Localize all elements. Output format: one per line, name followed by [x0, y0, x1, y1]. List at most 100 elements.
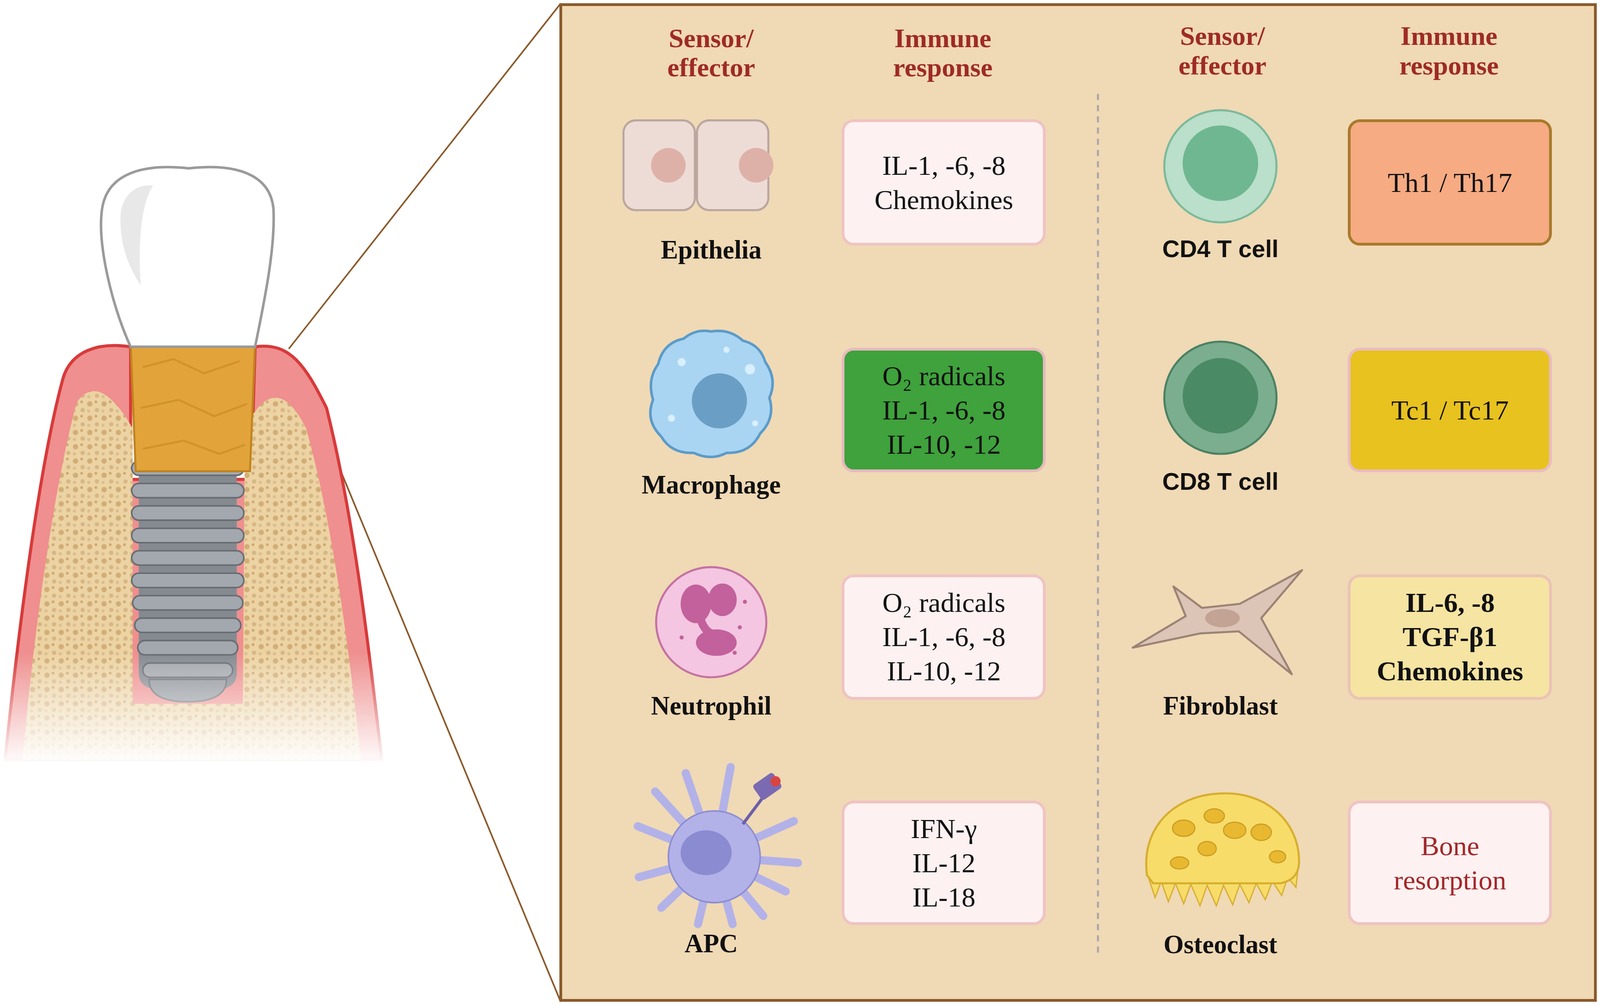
- implant-screw-part: [131, 551, 244, 566]
- divider-line-part: [1097, 93, 1099, 955]
- cell-label: Osteoclast: [1069, 929, 1372, 961]
- apc-cell-part: [637, 767, 798, 925]
- crown-part: [120, 185, 154, 286]
- apc-cell-part-part: [697, 857, 714, 925]
- response-text: Chemokines: [874, 182, 1014, 218]
- abutment-part: [130, 342, 255, 472]
- implant-screw-part: [131, 528, 244, 543]
- neutrophil-cell-part: [679, 635, 684, 640]
- cd8-node: CD8 T cell: [1087, 336, 1353, 497]
- response-box: O₂ radicalsIL-1, -6, -8IL-10, -12: [841, 347, 1046, 473]
- apc-cell-part-part: [714, 821, 794, 857]
- fibroblast-cell-part: [1132, 570, 1303, 675]
- response-text: O₂ radicals: [882, 585, 1006, 621]
- response-text: IL-10, -12: [886, 654, 1002, 689]
- epithelia-cells-part: [738, 148, 774, 183]
- cell-label: Epithelia: [559, 234, 863, 266]
- cell-label: APC: [559, 928, 863, 960]
- cell-label: CD8 T cell: [1069, 466, 1372, 497]
- column-header: Sensor/ effector: [634, 23, 788, 83]
- divider-line: [1097, 93, 1099, 955]
- implant-screw-part: [137, 640, 238, 656]
- column-header: Sensor/ effector: [1146, 21, 1299, 81]
- response-text: IFN-γ: [910, 812, 977, 847]
- neutrophil-cell: [656, 567, 767, 678]
- osteoclast-cell-part: [1251, 824, 1272, 841]
- macrophage-cell-part: [667, 415, 675, 422]
- column-header: Immune response: [1372, 21, 1526, 81]
- macrophage-cell-part: [723, 347, 730, 354]
- response-text: IL-1, -6, -8: [882, 620, 1006, 655]
- response-text: IL-1, -6, -8: [882, 148, 1006, 183]
- cd8-t-cell: [1164, 341, 1277, 455]
- neutrophil-cell-part: [695, 629, 737, 657]
- response-box: O₂ radicalsIL-1, -6, -8IL-10, -12: [841, 574, 1046, 701]
- apc-cell-part: [680, 830, 732, 876]
- response-text: TGF-β1: [1402, 620, 1498, 655]
- neutrophil-cell-part: [656, 567, 767, 678]
- apc-cell-part: [751, 772, 783, 802]
- cd8-t-cell-part: [1164, 341, 1277, 455]
- apc-cell-part-part: [637, 826, 714, 857]
- cd4-t-cell-part: [1182, 125, 1259, 201]
- apc-cell-part-part: [685, 773, 715, 858]
- epithelia-cells-part: [651, 148, 686, 183]
- implant-screw-part: [131, 506, 244, 521]
- column-header: Immune response: [866, 23, 1020, 83]
- macrophage-cell-part: [691, 373, 747, 429]
- response-text: Tc1 / Tc17: [1391, 393, 1509, 428]
- apc-cell: [637, 767, 798, 925]
- apc-cell-part-part: [661, 857, 715, 909]
- apc-cell-part: [770, 776, 781, 787]
- fibroblast-cell-part: [1205, 609, 1241, 628]
- apc-cell-part-part: [714, 767, 731, 857]
- cell-label: Macrophage: [559, 469, 863, 501]
- fade-overlay-part: [0, 652, 409, 766]
- epithelia-cells: [623, 120, 774, 211]
- epithelia-cells-part: [623, 120, 695, 211]
- abutment-part: [140, 359, 247, 454]
- osteoclast-cell-part: [1148, 869, 1298, 906]
- crown-part: [100, 167, 274, 348]
- response-text: IL-6, -8: [1405, 585, 1495, 621]
- implant-screw-part: [131, 573, 244, 588]
- apc-cell-part-part: [714, 857, 733, 925]
- implant-screw-part: [132, 595, 243, 611]
- macrophage-cell-part: [677, 358, 686, 367]
- neutrophil-cell-part: [680, 584, 712, 624]
- cd4-t-cell: [1164, 110, 1277, 223]
- fibroblast-cell: [1132, 570, 1303, 675]
- apc-cell-part-part: [714, 857, 786, 893]
- response-box: Tc1 / Tc17: [1347, 347, 1552, 473]
- abutment: [130, 342, 255, 472]
- cell-label: Fibroblast: [1069, 690, 1372, 722]
- osteoclast-cell-part: [1146, 793, 1299, 884]
- cell-label: CD4 T cell: [1069, 233, 1372, 265]
- cd4-t-cell-part: [1164, 110, 1277, 223]
- response-text: IL-1, -6, -8: [882, 393, 1006, 428]
- implant-screw-part: [134, 618, 241, 633]
- apc-cell-part: [743, 791, 768, 825]
- macrophage-cell-part: [744, 364, 756, 375]
- macrophage-cell-part: [751, 420, 758, 427]
- macrophage-cell-part: [650, 330, 773, 458]
- epithelia-node: Epithelia: [578, 112, 844, 266]
- neutrophil-cell-part: [737, 625, 742, 630]
- osteoclast-cell-part: [1223, 822, 1247, 839]
- response-text: IL-12: [912, 846, 976, 881]
- osteoclast-cell-part: [1172, 820, 1196, 837]
- response-text: O₂ radicals: [882, 359, 1006, 394]
- neutrophil-cell-part: [700, 617, 715, 635]
- response-box: IL-1, -6, -8Chemokines: [841, 119, 1046, 246]
- apc-cell-part-part: [655, 791, 715, 857]
- fibroblast-node: Fibroblast: [1087, 563, 1353, 722]
- response-text: IL-18: [912, 880, 976, 915]
- neutrophil-cell-part: [708, 583, 738, 617]
- neutrophil-cell-part: [732, 651, 737, 656]
- response-box: IL-6, -8TGF-β1Chemokines: [1347, 574, 1552, 701]
- fade-overlay: [0, 652, 409, 766]
- neutrophil-node: Neutrophil: [578, 569, 844, 722]
- macrophage-cell: [650, 330, 773, 458]
- response-text: Chemokines: [1376, 654, 1524, 689]
